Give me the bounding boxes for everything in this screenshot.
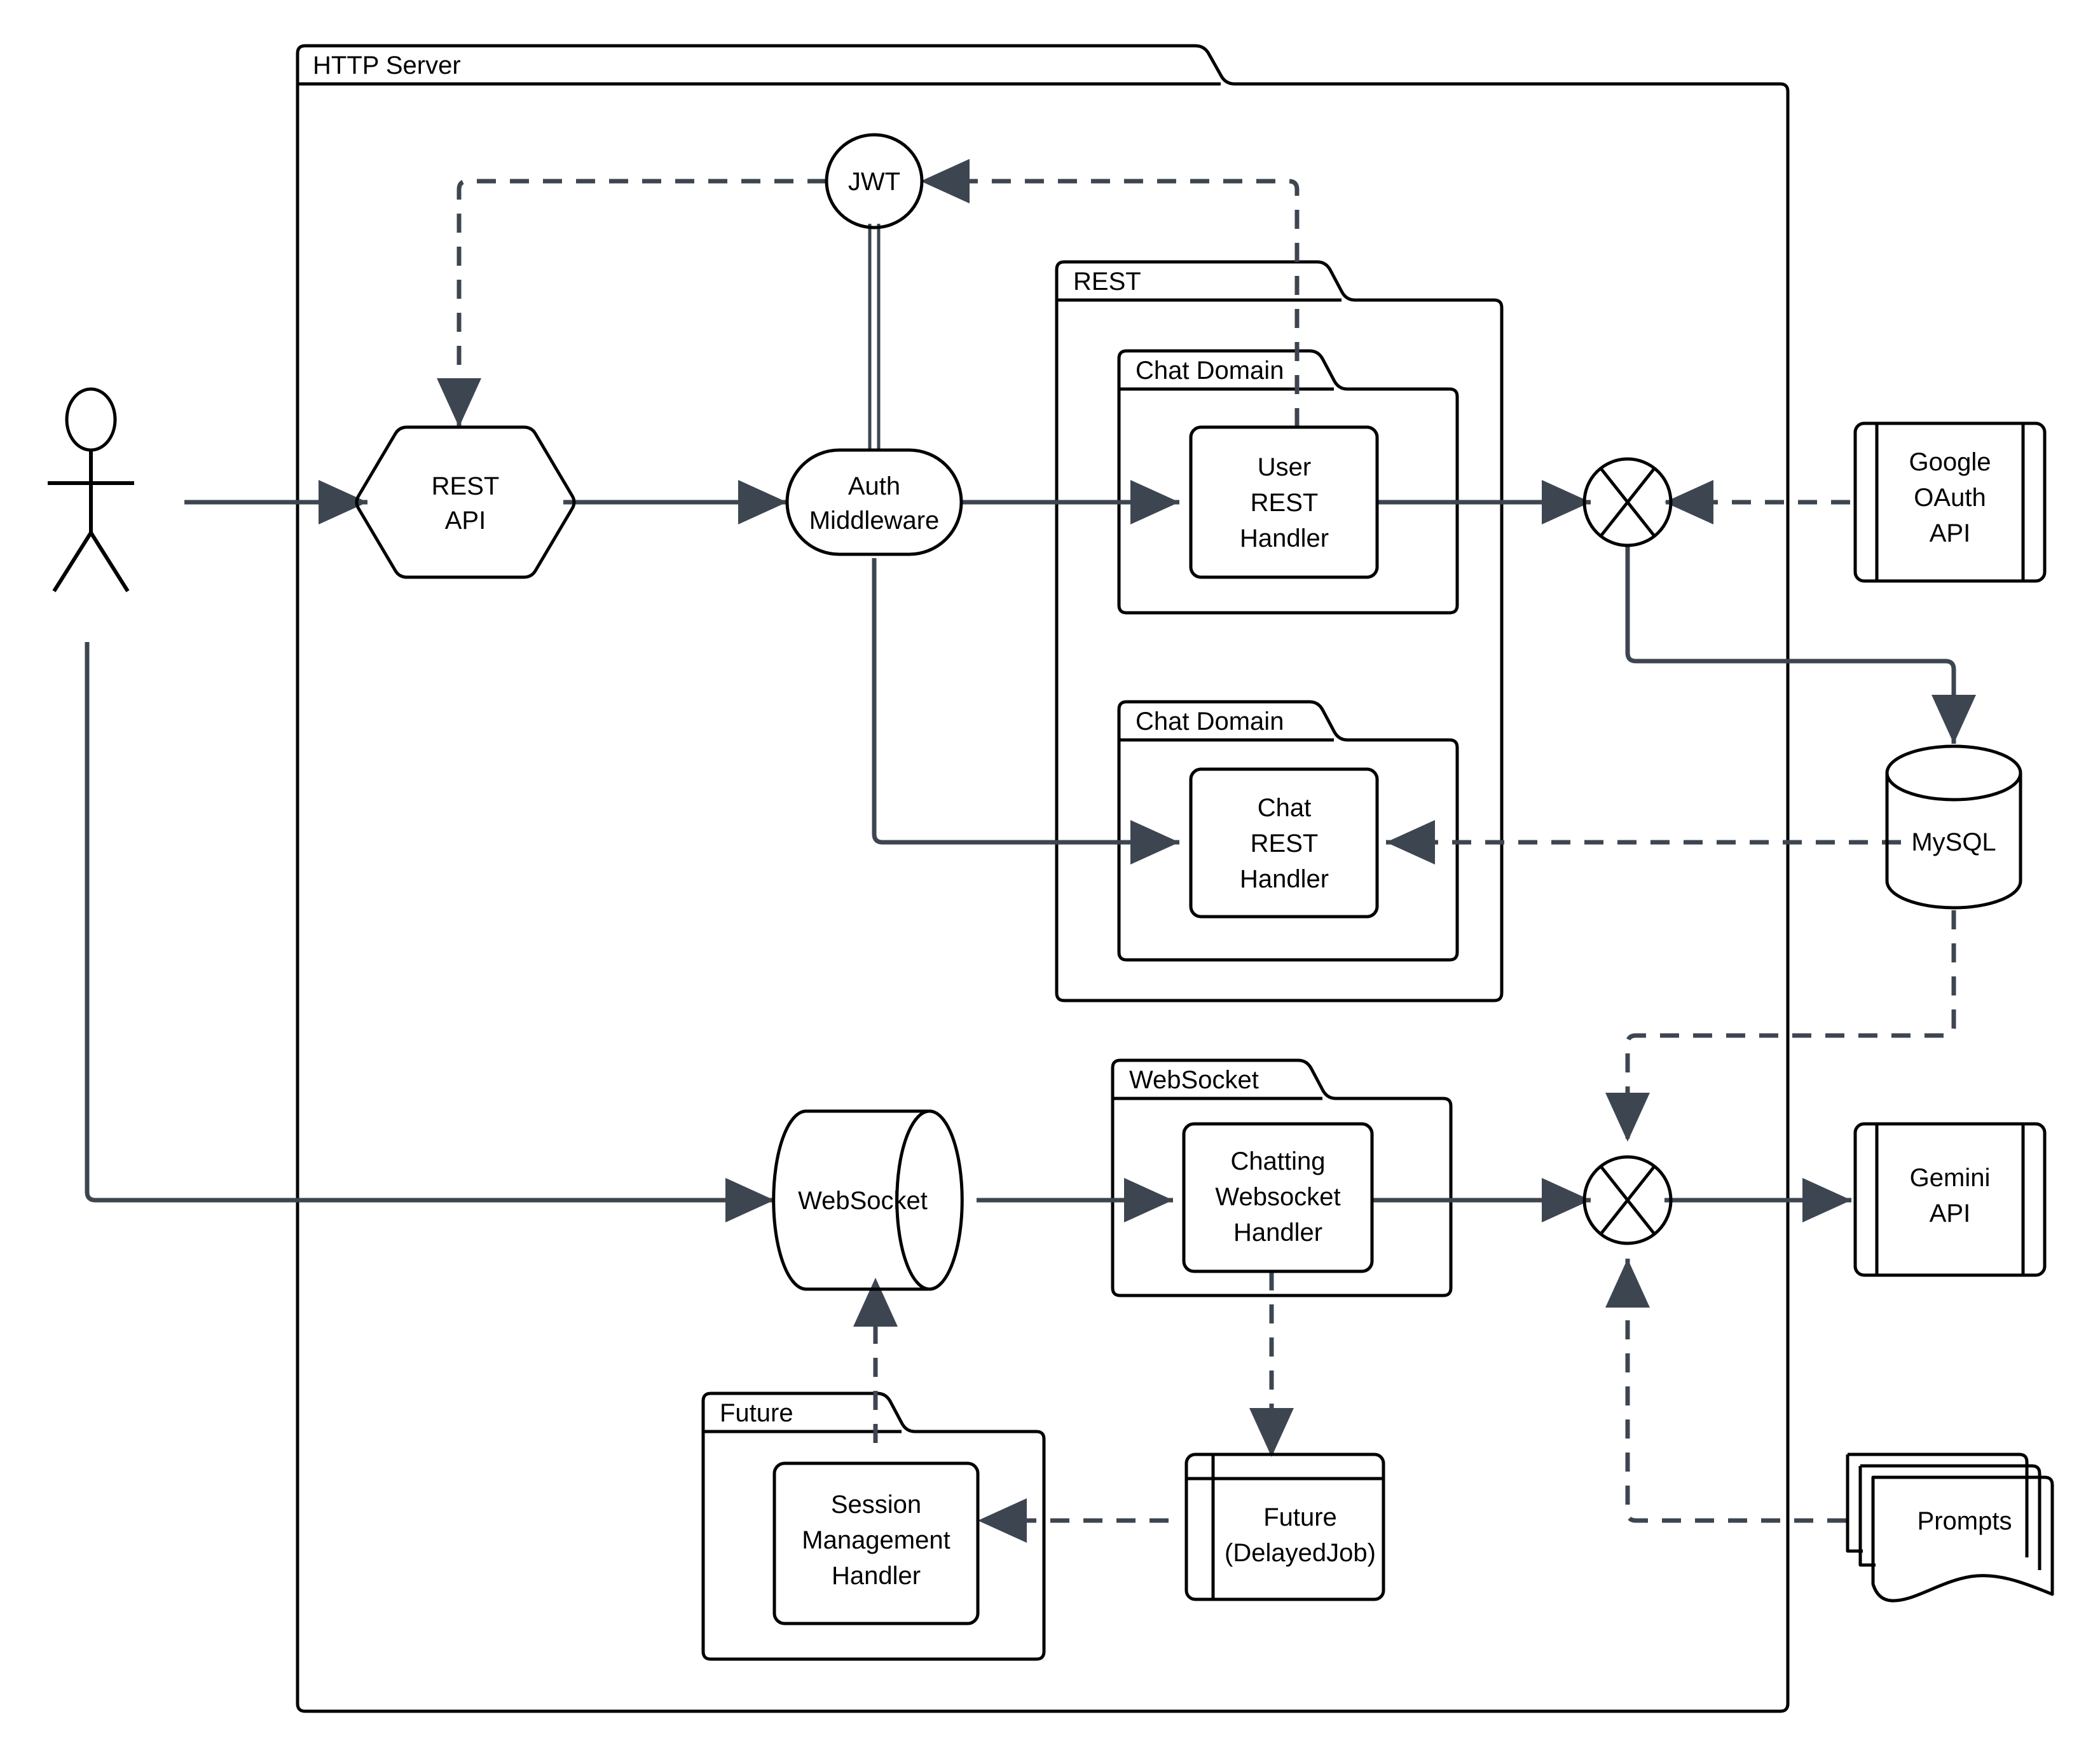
edge-actor-to-websocket	[85, 642, 774, 1222]
edge-prompts-to-junction-bottom	[1605, 1259, 1846, 1523]
node-chat-rest-handler[interactable]: Chat REST Handler	[1189, 767, 1379, 919]
node-label-chat-rest-handler-line2: REST	[1251, 830, 1319, 858]
node-session-management-handler[interactable]: Session Management Handler	[772, 1461, 980, 1625]
node-mysql[interactable]: MySQL	[1885, 744, 2022, 910]
node-label-user-rest-handler-line1: User	[1258, 453, 1311, 481]
actor-user	[48, 387, 134, 592]
container-future-package: Future	[701, 1391, 1046, 1661]
node-label-future-delayedjob-line2: (DelayedJob)	[1225, 1539, 1376, 1567]
node-label-chatting-handler-line3: Handler	[1233, 1219, 1322, 1247]
node-label-user-rest-handler-line3: Handler	[1240, 524, 1329, 552]
edge-jwt-to-rest-api	[437, 179, 827, 427]
container-http-server: HTTP Server	[296, 44, 1790, 1713]
container-label-rest: REST	[1073, 268, 1141, 296]
node-label-chat-rest-handler-line3: Handler	[1240, 865, 1329, 893]
node-label-rest-api-line2: API	[445, 507, 486, 535]
node-label-chatting-handler-line1: Chatting	[1231, 1147, 1326, 1175]
node-user-rest-handler[interactable]: User REST Handler	[1189, 425, 1379, 579]
container-rest: REST	[1055, 260, 1504, 1002]
node-google-oauth-api[interactable]: Google OAuth API	[1853, 421, 2047, 583]
node-label-mysql: MySQL	[1911, 828, 1996, 856]
node-junction-top[interactable]	[1582, 457, 1673, 547]
container-label-chat-domain-user: Chat Domain	[1136, 357, 1284, 385]
node-label-rest-api-line1: REST	[432, 472, 500, 500]
node-jwt[interactable]: JWT	[825, 133, 924, 229]
container-label-chat-domain-chat: Chat Domain	[1136, 708, 1284, 735]
edge-user-rest-handler-to-jwt	[921, 159, 1300, 427]
node-gemini-api[interactable]: Gemini API	[1853, 1122, 2047, 1277]
node-label-gemini-api-line2: API	[1930, 1200, 1970, 1227]
container-label-websocket-package: WebSocket	[1129, 1066, 1259, 1094]
node-chatting-websocket-handler[interactable]: Chatting Websocket Handler	[1182, 1122, 1374, 1273]
container-chat-domain-chat: Chat Domain	[1117, 700, 1459, 962]
node-label-gemini-api-line1: Gemini	[1910, 1164, 1991, 1192]
node-websocket[interactable]: WebSocket	[772, 1109, 964, 1291]
node-label-websocket: WebSocket	[798, 1187, 928, 1215]
node-auth-middleware[interactable]: Auth Middleware	[785, 448, 963, 556]
node-future-delayedjob[interactable]: Future (DelayedJob)	[1184, 1453, 1385, 1601]
node-label-chatting-handler-line2: Websocket	[1215, 1183, 1340, 1211]
node-label-google-oauth-line3: API	[1930, 519, 1970, 547]
node-label-auth-middleware-line2: Middleware	[809, 507, 940, 535]
node-label-google-oauth-line2: OAuth	[1914, 484, 1986, 512]
node-prompts[interactable]: Prompts	[1846, 1453, 2054, 1603]
container-chat-domain-user: Chat Domain	[1117, 349, 1459, 615]
node-label-session-handler-line2: Management	[802, 1526, 950, 1554]
edge-jwt-to-auth-middleware	[868, 224, 881, 450]
edge-mysql-to-junction-bottom	[1605, 910, 1956, 1142]
node-junction-bottom[interactable]	[1582, 1155, 1673, 1245]
node-label-session-handler-line1: Session	[831, 1491, 921, 1519]
node-label-session-handler-line3: Handler	[832, 1562, 921, 1590]
node-label-prompts: Prompts	[1918, 1507, 2012, 1535]
container-websocket-package: WebSocket	[1111, 1058, 1453, 1297]
container-label-future-package: Future	[720, 1399, 793, 1427]
node-label-auth-middleware-line1: Auth	[848, 472, 900, 500]
edge-auth-middleware-to-chat-rest-handler	[872, 558, 1179, 865]
node-label-chat-rest-handler-line1: Chat	[1258, 794, 1312, 822]
node-label-future-delayedjob-line1: Future	[1263, 1503, 1337, 1531]
node-rest-api[interactable]: REST API	[355, 425, 576, 579]
edge-junction-top-to-mysql	[1625, 545, 1976, 744]
node-label-user-rest-handler-line2: REST	[1251, 489, 1319, 517]
container-label-http-server: HTTP Server	[313, 51, 461, 79]
node-label-google-oauth-line1: Google	[1909, 448, 1991, 476]
node-label-jwt: JWT	[848, 168, 900, 196]
